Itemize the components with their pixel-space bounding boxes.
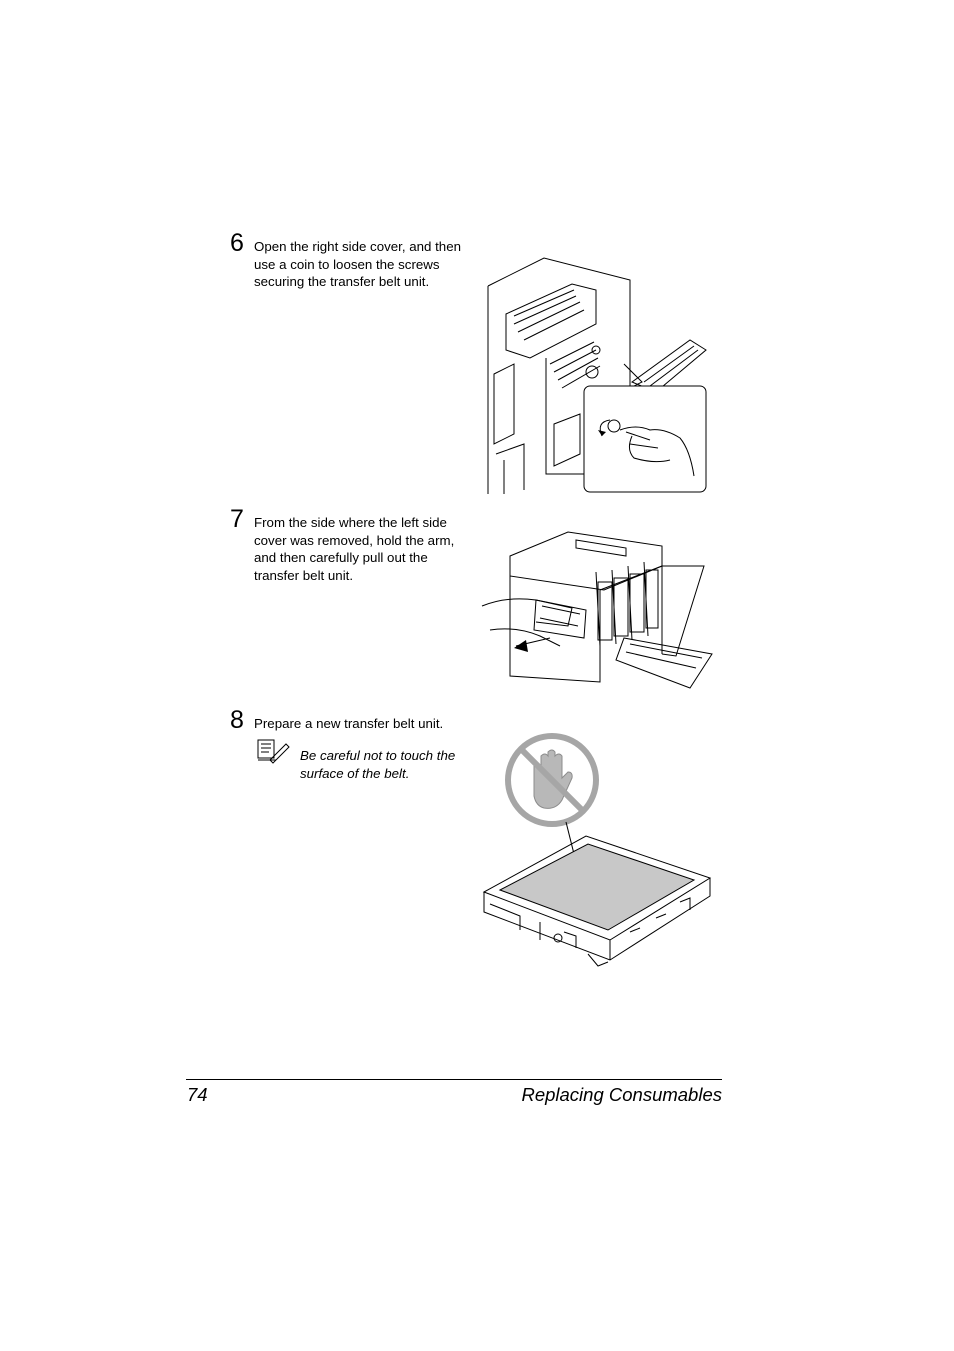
illustration-transfer-belt-unit (482, 733, 712, 967)
footer-rule (186, 1079, 722, 1080)
illustration-loosen-screws (487, 257, 707, 494)
step-number: 8 (230, 706, 244, 734)
note-text: Be careful not to touch the surface of t… (300, 748, 456, 781)
step-number: 7 (230, 505, 244, 533)
section-title: Replacing Consumables (521, 1084, 722, 1105)
step-text: From the side where the left side cover … (254, 515, 455, 583)
step-text: Open the right side cover, and then use … (254, 239, 461, 290)
no-touch-hand-icon (505, 733, 599, 827)
note-pencil-icon (257, 739, 290, 764)
illustration-pull-transfer-belt (481, 531, 713, 689)
step-text: Prepare a new transfer belt unit. (254, 716, 444, 731)
step-number: 6 (230, 229, 244, 257)
page-number: 74 (187, 1084, 208, 1105)
